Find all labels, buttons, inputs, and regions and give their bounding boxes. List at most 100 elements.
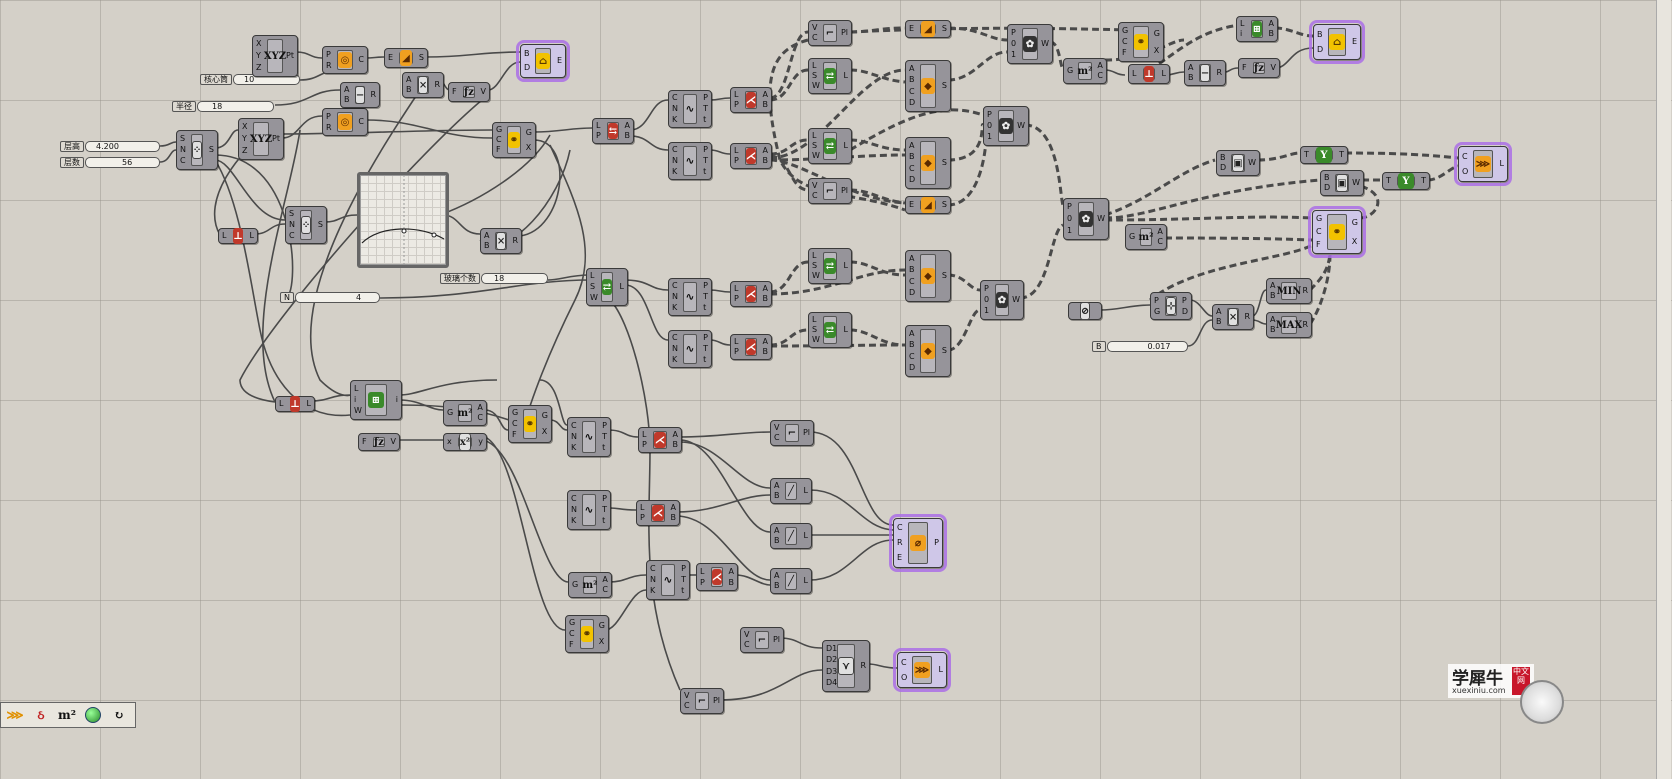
input-port[interactable]: K	[571, 516, 577, 526]
input-port[interactable]: D	[909, 98, 916, 108]
input-port[interactable]: V	[774, 423, 780, 432]
input-port[interactable]: B	[909, 152, 915, 162]
area-icon[interactable]: m²	[58, 708, 76, 722]
input-port[interactable]: C	[812, 33, 818, 42]
output-port[interactable]: t	[703, 354, 707, 364]
output-port[interactable]: W	[1248, 158, 1256, 167]
input-port[interactable]: F	[1242, 63, 1247, 72]
input-port[interactable]: L	[734, 337, 739, 346]
input-port[interactable]: D	[524, 63, 531, 72]
component-len3[interactable]: L⊥L	[1128, 64, 1170, 84]
input-port[interactable]: K	[672, 354, 678, 364]
output-port[interactable]: R	[370, 90, 376, 99]
input-port[interactable]: G	[496, 125, 503, 134]
input-port[interactable]: X	[256, 39, 262, 48]
zoom-dial[interactable]	[1520, 680, 1564, 724]
output-port[interactable]: A	[670, 503, 676, 512]
input-port[interactable]: B	[344, 95, 350, 104]
output-port[interactable]: R	[1302, 320, 1308, 329]
input-port[interactable]: F	[512, 429, 517, 439]
input-port[interactable]: C	[774, 433, 780, 442]
input-port[interactable]: F	[496, 145, 501, 154]
input-port[interactable]: S	[812, 261, 818, 270]
output-port[interactable]: L	[843, 141, 848, 150]
input-port[interactable]: V	[744, 630, 750, 639]
output-port[interactable]: P	[602, 420, 607, 430]
input-port[interactable]: E	[909, 24, 915, 33]
input-port[interactable]: F	[569, 639, 574, 649]
input-port[interactable]: X	[242, 122, 248, 131]
input-port[interactable]: B	[774, 581, 780, 590]
output-port[interactable]: B	[762, 347, 769, 356]
input-port[interactable]: A	[406, 75, 412, 84]
slider-track[interactable]: 18	[197, 101, 274, 112]
output-port[interactable]: y	[478, 437, 483, 446]
output-port[interactable]: t	[681, 586, 685, 596]
input-port[interactable]: 0	[1011, 38, 1017, 48]
input-port[interactable]: B	[909, 265, 915, 275]
output-port[interactable]: B	[670, 513, 677, 522]
input-port[interactable]: C	[180, 156, 186, 166]
input-port[interactable]: P	[326, 111, 331, 121]
input-port[interactable]: W	[590, 292, 598, 302]
input-port[interactable]: L	[812, 251, 817, 260]
input-port[interactable]: W	[812, 271, 820, 280]
input-port[interactable]: A	[909, 63, 915, 73]
slider-n[interactable]: N 4	[280, 292, 380, 303]
input-port[interactable]: A	[774, 526, 780, 535]
input-port[interactable]: L	[222, 231, 227, 240]
input-port[interactable]: 1	[984, 306, 990, 316]
input-port[interactable]: C	[569, 628, 575, 638]
output-port[interactable]: V	[1270, 63, 1276, 72]
input-port[interactable]: S	[289, 209, 295, 219]
input-port[interactable]: P	[642, 440, 647, 449]
slider-core[interactable]: 核心筒 10	[200, 74, 300, 85]
output-port[interactable]: Pt	[272, 134, 280, 143]
input-port[interactable]: P	[700, 577, 705, 587]
input-port[interactable]: D3	[826, 666, 838, 676]
output-port[interactable]: A	[728, 566, 734, 576]
input-port[interactable]: B	[524, 49, 530, 58]
output-port[interactable]: P	[703, 145, 708, 155]
input-port[interactable]: A	[484, 231, 490, 240]
input-port[interactable]: K	[672, 166, 678, 176]
output-port[interactable]: T	[703, 103, 708, 113]
output-port[interactable]: S	[208, 145, 214, 154]
input-port[interactable]: i	[354, 394, 357, 404]
input-port[interactable]: L	[1240, 19, 1245, 28]
component-srf3[interactable]: E◢S	[905, 196, 951, 214]
output-port[interactable]: L	[843, 325, 848, 334]
slider-floors[interactable]: 层数 56	[60, 157, 160, 168]
output-port[interactable]: B	[624, 131, 631, 140]
input-port[interactable]: A	[774, 481, 780, 490]
input-port[interactable]: V	[812, 23, 818, 32]
input-port[interactable]: S	[812, 141, 818, 150]
input-port[interactable]: T	[1386, 176, 1391, 185]
input-port[interactable]: 1	[1067, 226, 1073, 235]
input-port[interactable]: L	[1132, 69, 1137, 78]
output-port[interactable]: S	[941, 271, 947, 280]
input-port[interactable]: P	[734, 156, 739, 165]
input-port[interactable]: S	[812, 325, 818, 334]
input-port[interactable]: L	[700, 566, 705, 576]
component-gen1[interactable]: ⊘	[1068, 302, 1102, 320]
